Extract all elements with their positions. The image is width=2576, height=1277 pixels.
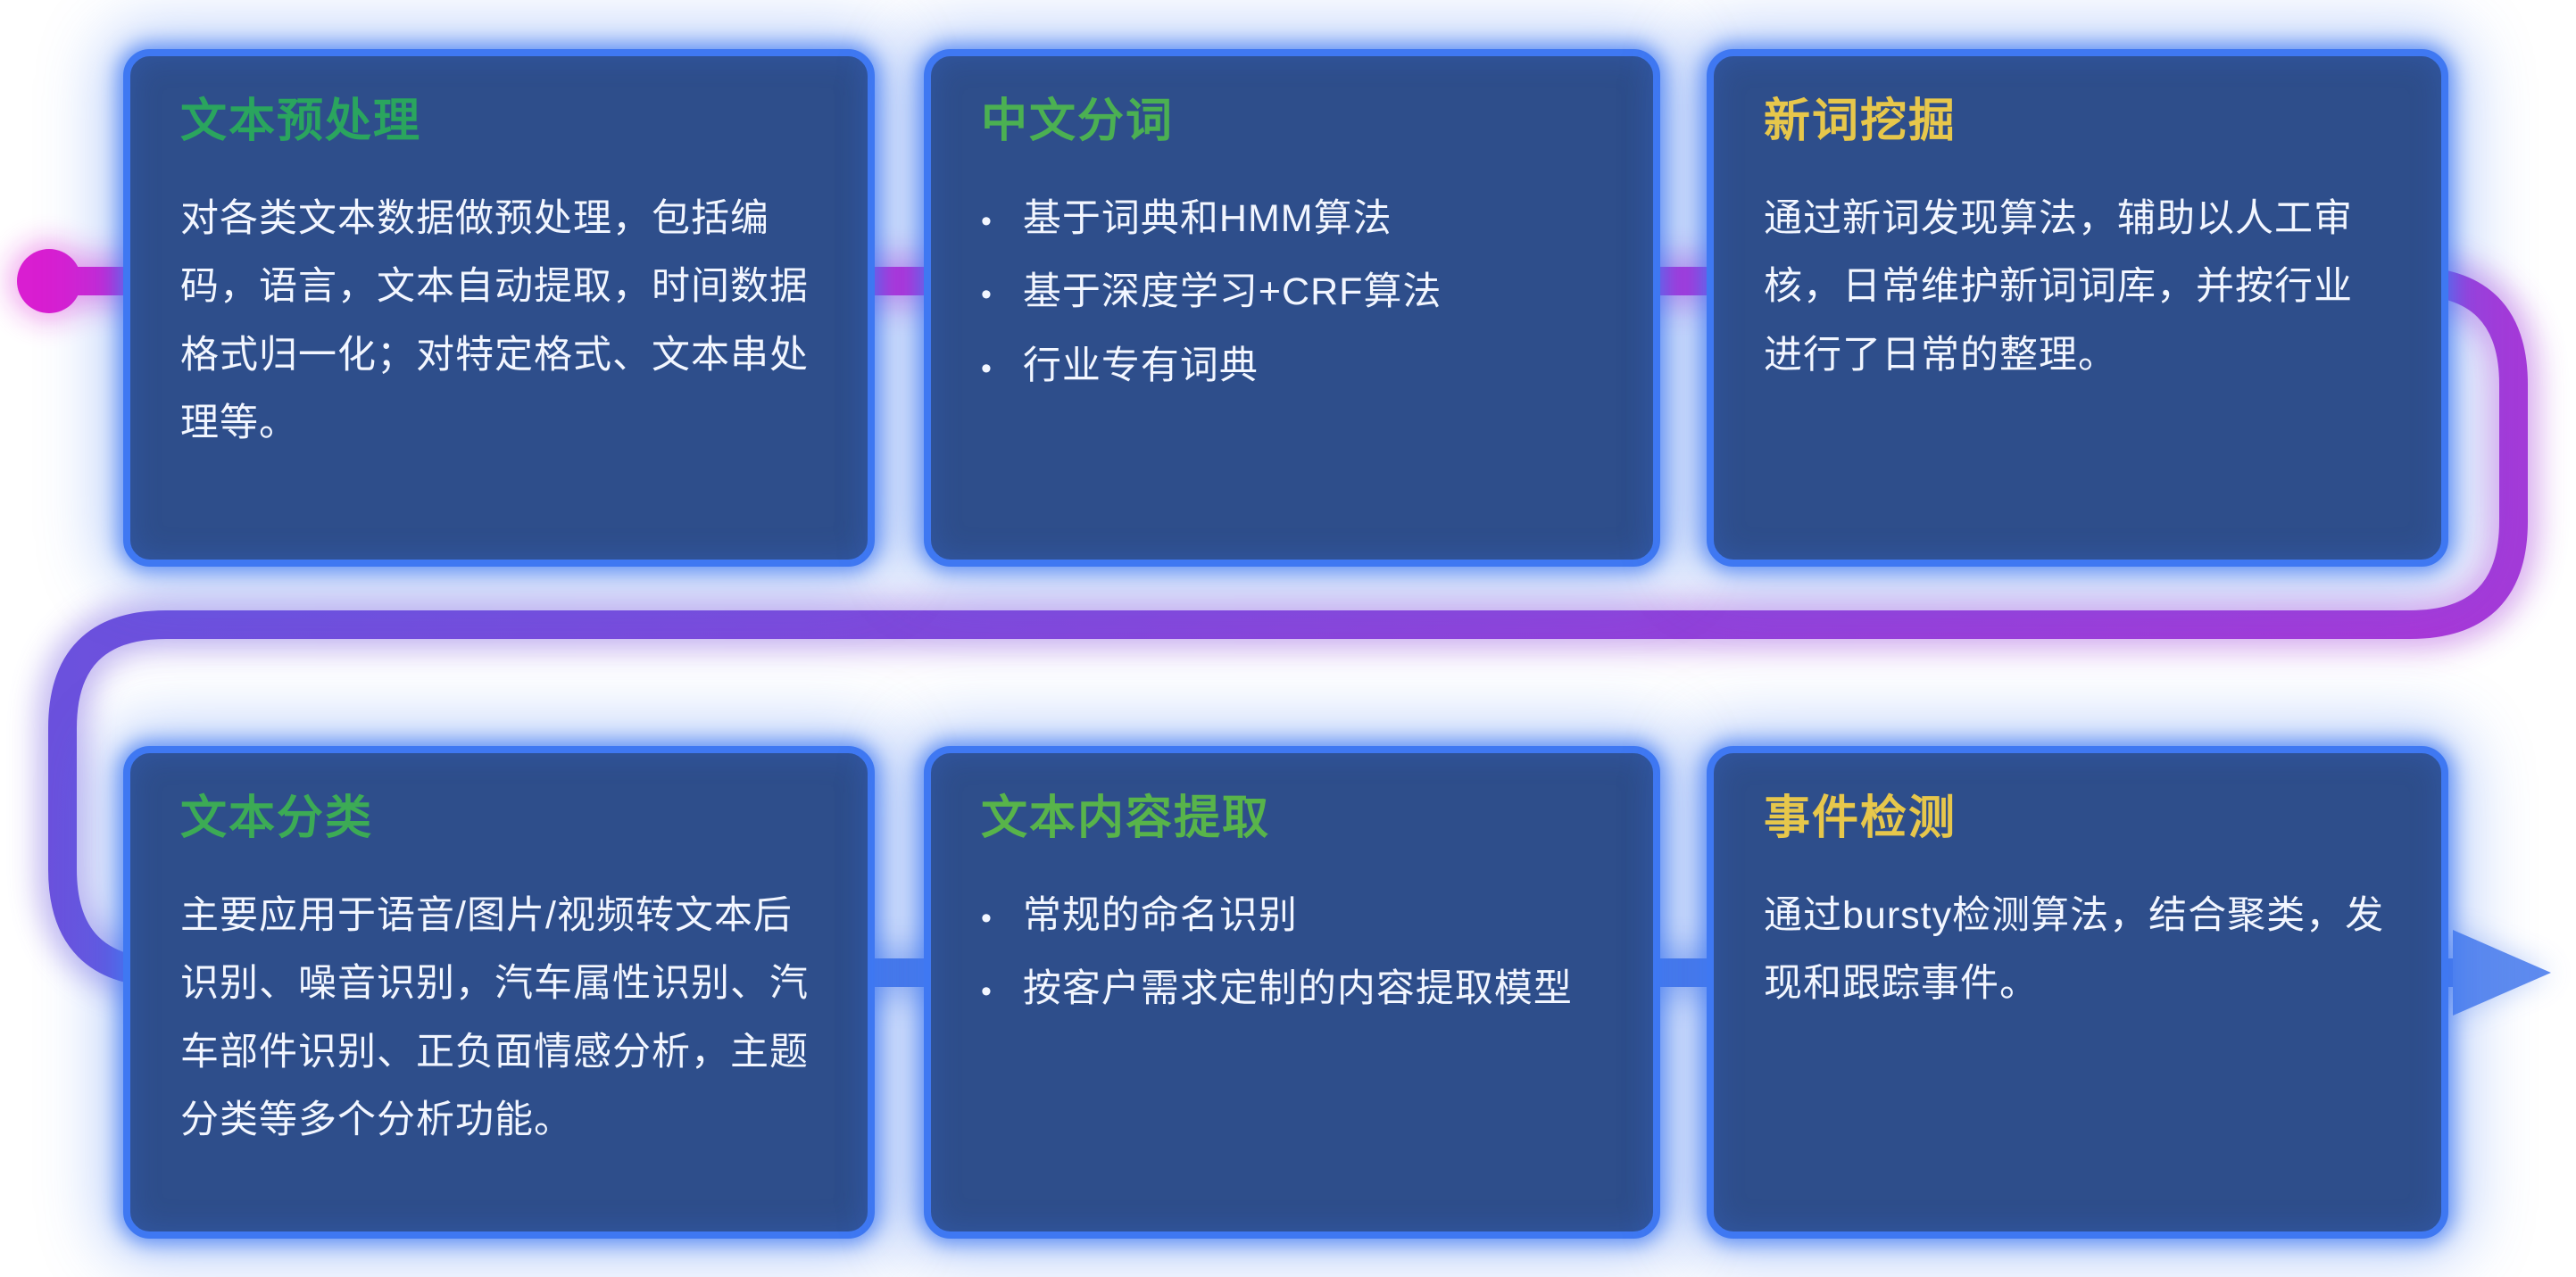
card-new-word-mining: 新词挖掘 通过新词发现算法，辅助以人工审核，日常维护新词词库，并按行业进行了日常… [1707, 49, 2448, 567]
card-bullet-list-text-content-extraction: 常规的命名识别 按客户需求定制的内容提取模型 [981, 882, 1603, 1024]
list-item: 基于词典和HMM算法 [981, 185, 1603, 253]
card-title-chinese-word-segmentation: 中文分词 [981, 95, 1175, 147]
card-chinese-word-segmentation: 中文分词 基于词典和HMM算法 基于深度学习+CRF算法 行业专有词典 [924, 49, 1660, 567]
card-text-preprocessing: 文本预处理 对各类文本数据做预处理，包括编码，语言，文本自动提取，时间数据格式归… [123, 49, 875, 567]
card-title-text-classification: 文本分类 [180, 792, 374, 844]
card-body-text-classification: 主要应用于语音/图片/视频转文本后识别、噪音识别，汽车属性识别、汽车部件识别、正… [180, 893, 809, 1142]
card-title-text-content-extraction: 文本内容提取 [981, 792, 1271, 844]
flow-end-arrow-icon [2453, 930, 2551, 1016]
flow-segment-middle [48, 610, 2410, 729]
list-item: 行业专有词典 [981, 332, 1603, 401]
card-body-text-preprocessing: 对各类文本数据做预处理，包括编码，语言，文本自动提取，时间数据格式归一化；对特定… [180, 196, 809, 445]
list-item: 基于深度学习+CRF算法 [981, 258, 1603, 327]
card-event-detection: 事件检测 通过bursty检测算法，结合聚类，发现和跟踪事件。 [1707, 746, 2448, 1239]
card-title-event-detection: 事件检测 [1764, 792, 1957, 844]
card-text-classification: 文本分类 主要应用于语音/图片/视频转文本后识别、噪音识别，汽车属性识别、汽车部… [123, 746, 875, 1239]
card-body-new-word-mining: 通过新词发现算法，辅助以人工审核，日常维护新词词库，并按行业进行了日常的整理。 [1764, 196, 2353, 377]
list-item: 按客户需求定制的内容提取模型 [981, 955, 1603, 1024]
card-title-text-preprocessing: 文本预处理 [180, 95, 422, 147]
card-body-event-detection: 通过bursty检测算法，结合聚类，发现和跟踪事件。 [1764, 893, 2385, 1006]
card-bullet-list-chinese-word-segmentation: 基于词典和HMM算法 基于深度学习+CRF算法 行业专有词典 [981, 185, 1603, 401]
flow-segment-top [49, 267, 2528, 639]
flow-start-dot [17, 249, 81, 313]
card-text-content-extraction: 文本内容提取 常规的命名识别 按客户需求定制的内容提取模型 [924, 746, 1660, 1239]
card-title-new-word-mining: 新词挖掘 [1764, 95, 1957, 147]
list-item: 常规的命名识别 [981, 882, 1603, 950]
